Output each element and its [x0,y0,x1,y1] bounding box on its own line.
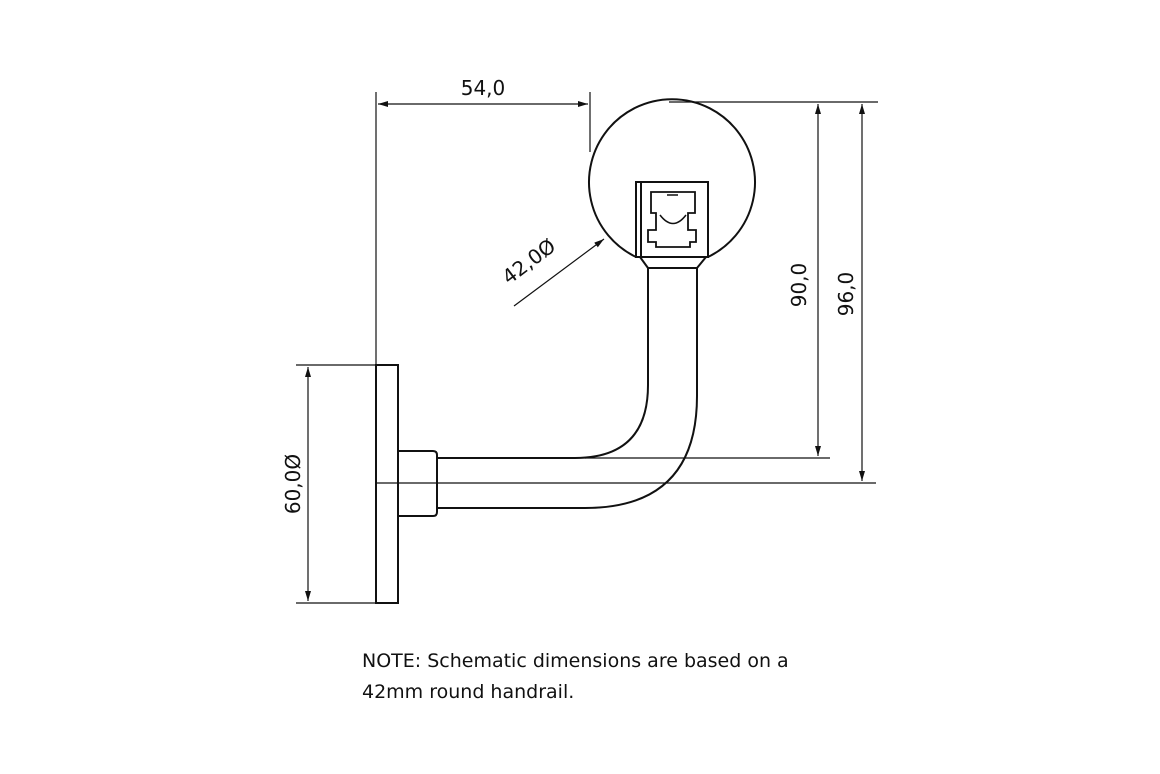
rail-clip [647,191,697,248]
dimension-lines [296,92,878,604]
rail-channel [635,181,709,258]
arm-outer-edge [437,268,698,509]
dim-width-offset: 54,0 [461,76,506,100]
neck [638,256,709,269]
dim-height-overall: 96,0 [834,272,858,317]
dim-height-centre: 90,0 [787,263,811,308]
bracket-outline [375,98,756,604]
arm-inner-edge [437,268,649,459]
wall-plate [375,364,399,604]
dim-rail-diameter: 42,0Ø [497,234,560,289]
dim-plate-diameter: 60,0Ø [281,454,305,514]
note-line-1: NOTE: Schematic dimensions are based on … [362,650,789,672]
handrail-circle [588,98,756,258]
note-line-2: 42mm round handrail. [362,681,575,703]
